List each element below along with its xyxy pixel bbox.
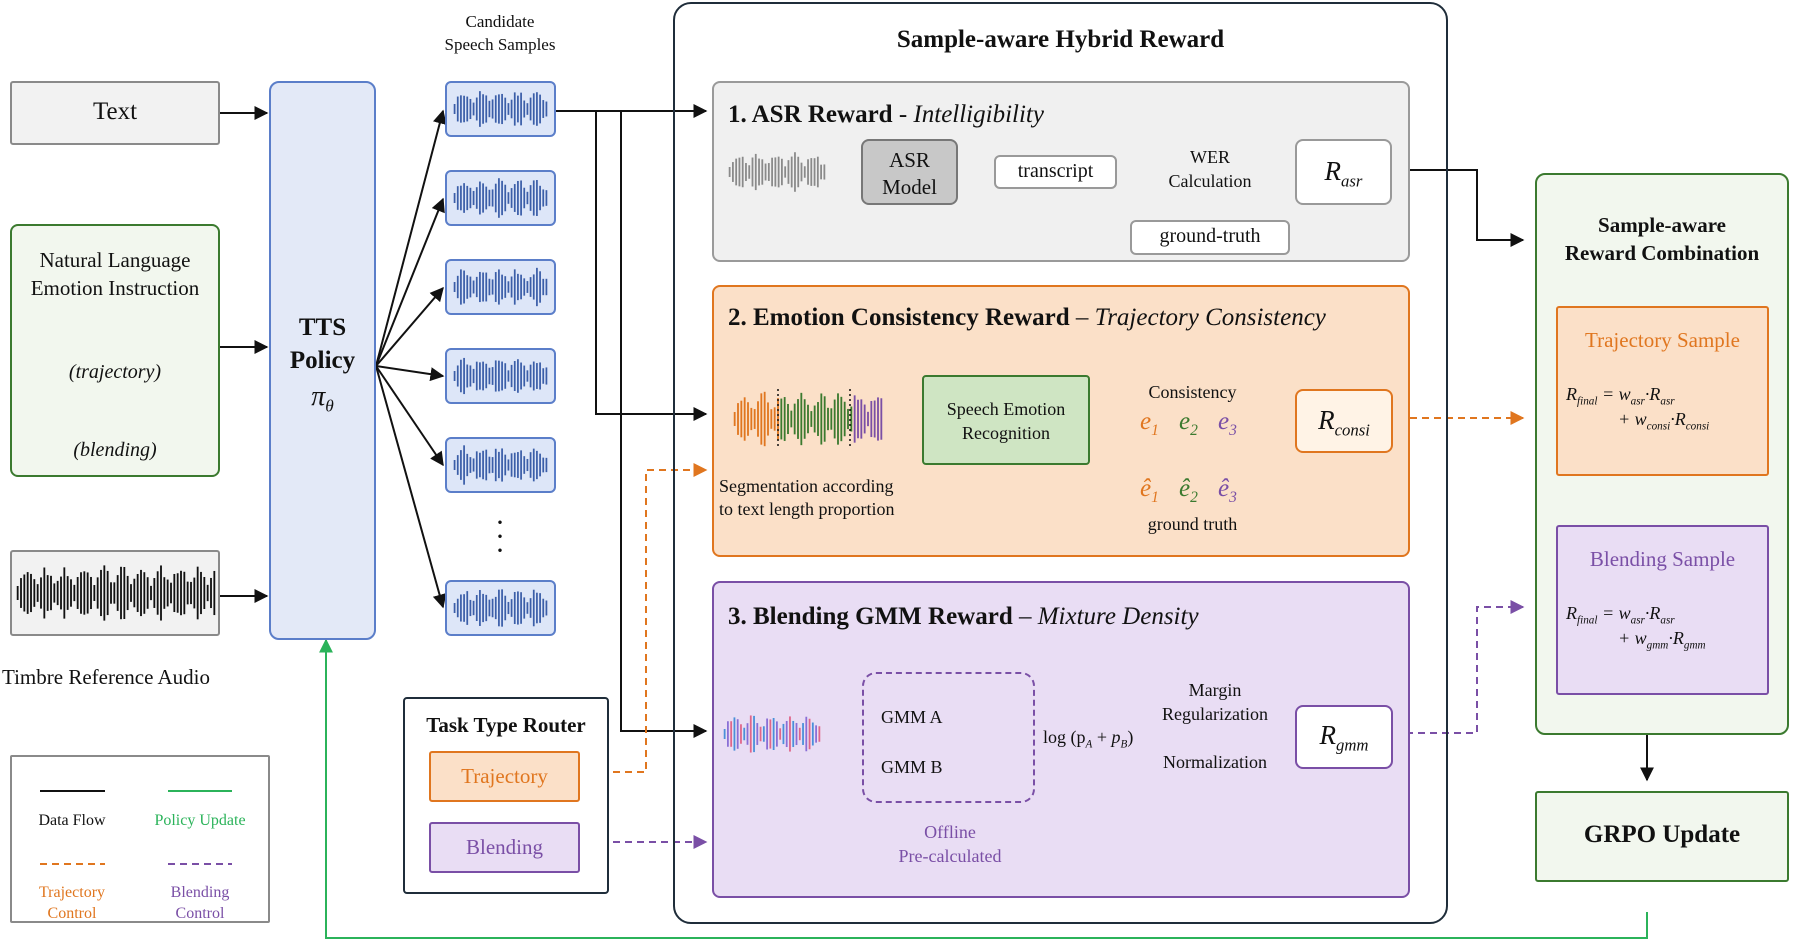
gmm-a-label: GMM A (881, 707, 943, 727)
text-input-box: Text (10, 81, 220, 145)
ellipsis-dots: ··· (495, 506, 505, 567)
arrow-rgmm-combination (1382, 600, 1525, 734)
candidate-sample-5[interactable] (445, 437, 556, 493)
candidate-waveform-5 (453, 445, 548, 485)
router-title: Task Type Router (426, 713, 586, 737)
text-input-label: Text (92, 98, 138, 125)
fan-out-arrows (375, 109, 447, 609)
blending-formula-line1: Rfinal = wasr·Rasr (1566, 603, 1675, 627)
blending-formula-line2: + wgmm·Rgmm (1618, 628, 1706, 652)
emotion-segmented-waveform (733, 389, 883, 449)
candidate-sample-n[interactable] (445, 580, 556, 636)
transcript-label: transcript (1017, 160, 1094, 182)
legend-policy-update-label: Policy Update (154, 812, 246, 829)
r-consi-label: Rconsi (1318, 405, 1370, 440)
trajectory-label: (trajectory) (68, 361, 162, 383)
grpo-update-box: GRPO Update (1535, 791, 1789, 882)
candidate-waveform-n (453, 589, 548, 627)
grpo-update-label: GRPO Update (1583, 821, 1741, 848)
tts-policy-box: TTS Policy πθ (269, 81, 376, 640)
emotion-instruction-label: Natural Language Emotion Instruction (30, 248, 200, 300)
emotion-reward-title: 2. Emotion Consistency Reward – Trajecto… (728, 304, 1326, 331)
ground-truth-label: ground-truth (1159, 225, 1261, 247)
blending-label: (blending) (73, 439, 157, 461)
router-blending-label: Blending (466, 835, 543, 859)
arrow-rasr-combination (1397, 169, 1525, 247)
candidate-waveform-1 (453, 91, 548, 127)
truth-e3: ê3 (1218, 475, 1237, 506)
tts-policy-symbol: πθ (311, 381, 334, 416)
truth-e2: ê2 (1179, 475, 1198, 506)
trajectory-formula-line1: Rfinal = wasr·Rasr (1566, 384, 1675, 408)
trajectory-sample-title: Trajectory Sample (1585, 328, 1740, 352)
gmm-b-label: GMM B (881, 757, 943, 777)
r-asr-box: Rasr (1295, 139, 1392, 205)
normalization-label: Normalization (1163, 752, 1267, 772)
asr-reward-title: 1. ASR Reward - Intelligibility (728, 101, 1044, 128)
candidate-sample-3[interactable] (445, 259, 556, 315)
timbre-waveform (16, 565, 216, 621)
blending-sample-title: Blending Sample (1589, 547, 1736, 571)
hybrid-reward-title: Sample-aware Hybrid Reward (896, 26, 1225, 53)
legend-data-flow-label: Data Flow (38, 812, 106, 829)
arrow-router-trajectory (577, 463, 708, 773)
ground-truth-emotion-label: ground truth (1147, 514, 1238, 534)
consistency-label: Consistency (1148, 382, 1237, 402)
candidate-waveform-2 (453, 178, 548, 218)
blending-gmm-module: 3. Blending GMM Reward – Mixture Density (712, 581, 1410, 898)
r-gmm-label: Rgmm (1319, 720, 1369, 755)
candidate-sample-2[interactable] (445, 170, 556, 226)
pred-e3: e3 (1218, 408, 1237, 439)
legend-trajectory-control-label: Trajectory Control (38, 884, 106, 922)
wer-calculation-label: WER Calculation (1168, 147, 1252, 191)
gmm-models-group: GMM A GMM B (862, 672, 1035, 803)
log-expression: log (pA + pB) (1043, 727, 1134, 751)
router-trajectory-option[interactable]: Trajectory (429, 751, 580, 802)
router-blending-option[interactable]: Blending (429, 822, 580, 873)
segmentation-label: Segmentation according to text length pr… (719, 476, 895, 519)
offline-precalculated-label: Offline Pre-calculated (898, 822, 1002, 866)
asr-model-label: ASR Model (882, 148, 937, 199)
ser-box: Speech Emotion Recognition (922, 375, 1090, 465)
candidate-waveform-4 (453, 357, 548, 395)
pred-e2: e2 (1179, 408, 1198, 439)
margin-regularization-label: Margin Regularization (1162, 680, 1268, 724)
r-gmm-box: Rgmm (1295, 705, 1393, 769)
trajectory-sample-card: Trajectory Sample Rfinal = wasr·Rasr + w… (1556, 306, 1769, 476)
legend-box (10, 755, 270, 923)
legend-blending-control-label: Blending Control (170, 884, 230, 922)
trajectory-formula-line2: + wconsi·Rconsi (1618, 409, 1710, 433)
arrow-candidate-emotion (595, 111, 708, 421)
arrow-policy-update (319, 638, 1648, 939)
asr-model-box: ASR Model (861, 139, 958, 205)
gmm-input-waveform (723, 715, 821, 753)
tts-policy-title: TTS Policy (289, 314, 356, 374)
candidate-waveform-3 (453, 267, 548, 307)
hybrid-reward-frame (673, 2, 1448, 924)
ground-truth-box: ground-truth (1130, 220, 1290, 255)
emotion-instruction-box: Natural Language Emotion Instruction (tr… (10, 224, 220, 477)
candidate-sample-1[interactable] (445, 81, 556, 137)
candidate-samples-label: Candidate Speech Samples (444, 12, 556, 54)
reward-combination-title: Sample-aware Reward Combination (1564, 213, 1760, 265)
candidate-sample-4[interactable] (445, 348, 556, 404)
asr-input-waveform (728, 152, 826, 192)
arrow-candidate-gmm (620, 111, 708, 738)
router-trajectory-label: Trajectory (461, 764, 548, 788)
pred-e1: e1 (1140, 408, 1159, 439)
blending-sample-card: Blending Sample Rfinal = wasr·Rasr + wgm… (1556, 525, 1769, 695)
timbre-reference-box (10, 550, 220, 636)
transcript-box: transcript (994, 155, 1117, 189)
r-asr-label: Rasr (1324, 156, 1363, 191)
gmm-reward-title: 3. Blending GMM Reward – Mixture Density (728, 603, 1199, 630)
r-consi-box: Rconsi (1295, 389, 1393, 453)
ser-label: Speech Emotion Recognition (946, 399, 1066, 443)
timbre-reference-label: Timbre Reference Audio (2, 665, 211, 689)
truth-e1: ê1 (1140, 475, 1159, 506)
